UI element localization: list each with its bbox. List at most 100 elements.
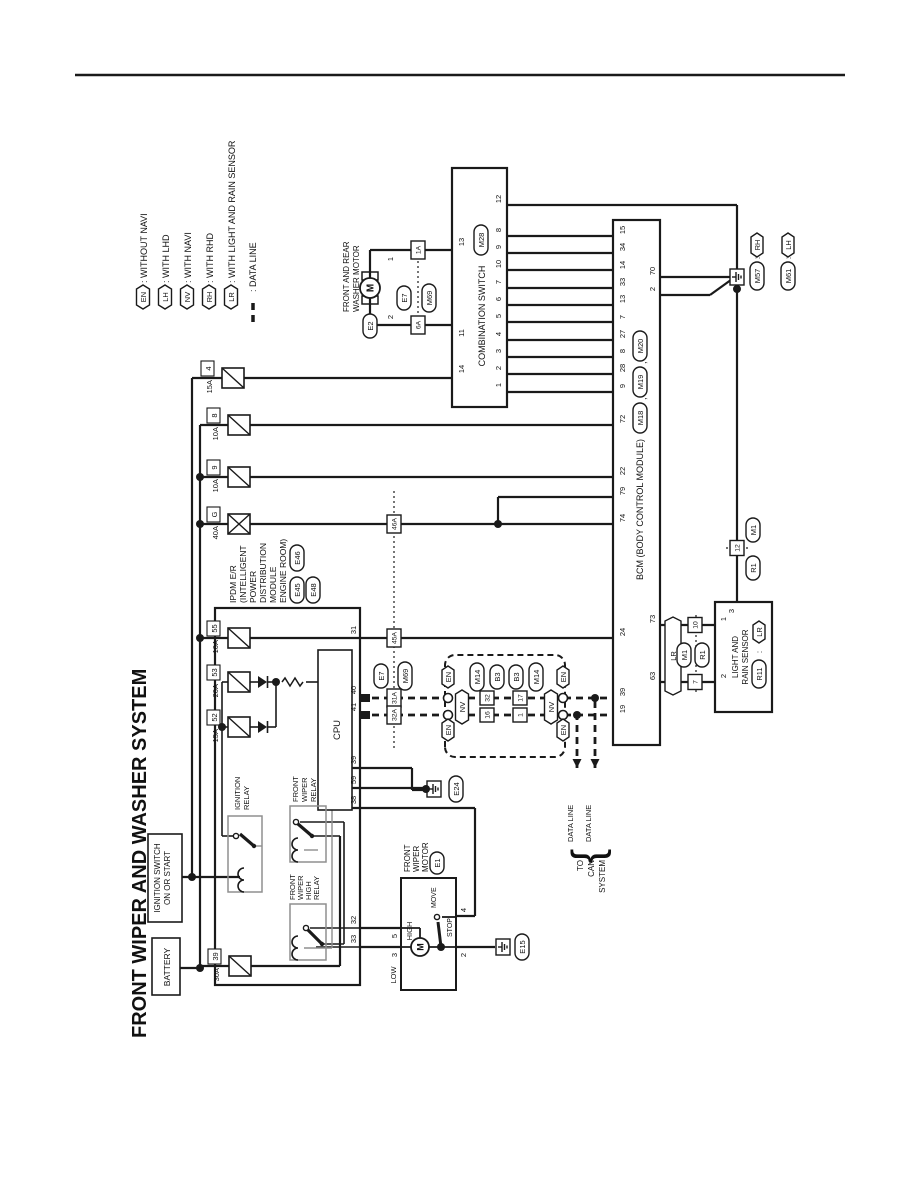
data-line-label: DATA LINE [584, 805, 593, 842]
bcm-pin: 74 [618, 514, 627, 522]
front-wiper-high-relay-label: WIPER [296, 875, 305, 900]
motor-pin: 3 [390, 953, 399, 957]
bcm-pin: 14 [618, 261, 627, 269]
legend-en [135, 284, 151, 310]
ipdm-pin: 59 [349, 776, 358, 784]
ipdm-label: ENGINE ROOM) [278, 539, 288, 603]
fusible-link-40a-g-amp: 40A [211, 526, 220, 539]
bcm-pin: 28 [618, 364, 627, 372]
bcm-pin: 33 [618, 278, 627, 286]
connector-point [557, 692, 569, 704]
connector-e24 [448, 775, 464, 803]
ipdm-label: DISTRIBUTION [258, 543, 268, 603]
connector-e2 [362, 313, 378, 339]
variant-rh [750, 232, 764, 258]
variant-nv [454, 689, 470, 725]
resistor [281, 676, 304, 688]
relay-contact [302, 924, 310, 932]
variant-en [441, 665, 455, 689]
fuse-10a-8-element [227, 414, 251, 436]
ignition-relay-label: RELAY [242, 786, 251, 810]
junction-dot [218, 723, 226, 731]
relay-arm [319, 941, 325, 947]
connector-e2-label: E2 [366, 321, 375, 330]
junction-dot [196, 520, 204, 528]
colon: : [784, 257, 793, 259]
motor-move-label: MOVE [431, 887, 438, 908]
washer-motor-label: FRONT AND REAR [342, 241, 351, 312]
bcm-label: BCM (BODY CONTROL MODULE) [635, 439, 645, 580]
junction-dot [196, 634, 204, 642]
variant-en-label: EN [444, 672, 453, 682]
cs-pin: 13 [457, 238, 466, 246]
fuse-10a-55-element [227, 627, 251, 649]
connector-pin-12 [729, 539, 745, 557]
fuse-10a-8-num: 8 [210, 413, 219, 417]
relay-arm [251, 843, 257, 849]
connector-m14-label: M14 [532, 670, 541, 685]
wiper-motor-label: MOTOR [421, 842, 430, 872]
motor-pin: 2 [459, 953, 468, 957]
relay-arm [309, 833, 315, 839]
variant-lh-label: LH [784, 240, 793, 250]
variant-en [556, 718, 570, 742]
connector-m69 [421, 283, 437, 313]
connector-m61-label: M61 [784, 269, 793, 284]
ipdm-pin: 40 [349, 686, 358, 694]
rain-sensor-box [713, 600, 774, 714]
connector-e1-label: E1 [433, 858, 442, 867]
sensor-pin: 1 [719, 617, 728, 621]
junction-dot [188, 873, 196, 881]
to-can-label: SYSTEM [598, 860, 607, 893]
connector-b3 [489, 664, 505, 690]
fuse-20a-53-num: 53 [210, 668, 219, 676]
relay-coil [237, 867, 245, 893]
connector-6a-label: 6A [416, 320, 423, 329]
connector-e45-label: E45 [293, 583, 302, 596]
connector-m1-label: M1 [680, 650, 689, 660]
shield-bar [361, 694, 370, 702]
connector-m69-label: M69 [401, 669, 410, 684]
bcm-box [611, 218, 662, 747]
cs-pin: 4 [494, 332, 503, 336]
connector-pin-16 [479, 707, 495, 723]
relay-contact [292, 818, 300, 826]
ipdm-pin: 41 [349, 703, 358, 711]
diode [258, 676, 267, 688]
fuse-10a-9-numbox [206, 459, 221, 476]
connector-r1 [745, 555, 761, 581]
ipdm-pin: 33 [349, 935, 358, 943]
battery-label: BATTERY [162, 947, 172, 986]
legend-rh [201, 284, 217, 310]
colon: : [755, 651, 764, 653]
fuse-20a-53-numbox [206, 664, 221, 681]
cs-pin: 7 [494, 280, 503, 284]
connector-point [442, 709, 454, 721]
can-brace: { [563, 849, 612, 864]
data-line-label: DATA LINE [566, 805, 575, 842]
comma: , [638, 397, 648, 400]
connector-m20 [632, 330, 648, 362]
cpu-box [317, 649, 353, 811]
connector-point [442, 692, 454, 704]
connector-r1-label: R1 [749, 563, 758, 573]
cs-pin: 6 [494, 297, 503, 301]
relay-arm [306, 928, 324, 946]
wiper-motor-symbol-m-label: M [415, 943, 425, 951]
connector-m57-label: M57 [753, 269, 762, 284]
fuse-30a-39-numbox [207, 948, 222, 965]
connector-m69 [397, 661, 413, 691]
connector-pin-17-label: 17 [518, 694, 525, 702]
connector-pin-12-label: 12 [735, 544, 742, 552]
connector-m18 [632, 402, 648, 434]
bcm-pin: 79 [618, 487, 627, 495]
variant-en-label: EN [559, 672, 568, 682]
colon: : [753, 257, 762, 259]
fuse-10a-55-numbox [206, 620, 221, 637]
fusible-link-40a-g-numbox [206, 506, 221, 523]
connector-e48 [305, 576, 321, 604]
bcm-pin: 73 [648, 615, 657, 623]
connector-e48-label: E48 [309, 583, 318, 596]
connector-r11-label: R11 [755, 667, 764, 680]
